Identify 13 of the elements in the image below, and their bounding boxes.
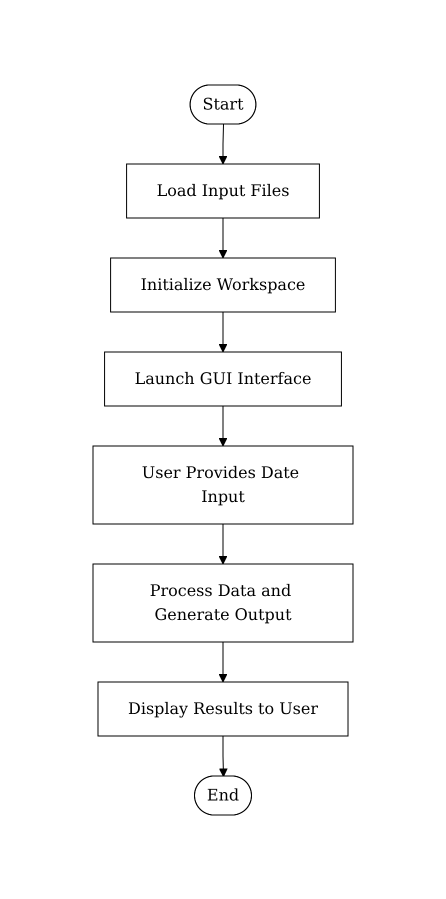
node-box: Initialize Workspace [110, 257, 336, 312]
node-box: Process Data and Generate Output [92, 563, 354, 642]
node-box: Display Results to User [98, 681, 348, 736]
arrow [218, 124, 228, 164]
arrow [218, 523, 228, 564]
node-box: Load Input Files [126, 163, 320, 218]
arrow [218, 311, 228, 352]
node-box: Launch GUI Interface [104, 351, 342, 406]
arrow [218, 217, 228, 258]
arrow [218, 405, 228, 446]
node-box: User Provides Date Input [92, 445, 354, 524]
arrow [218, 641, 228, 682]
arrow [218, 735, 228, 776]
